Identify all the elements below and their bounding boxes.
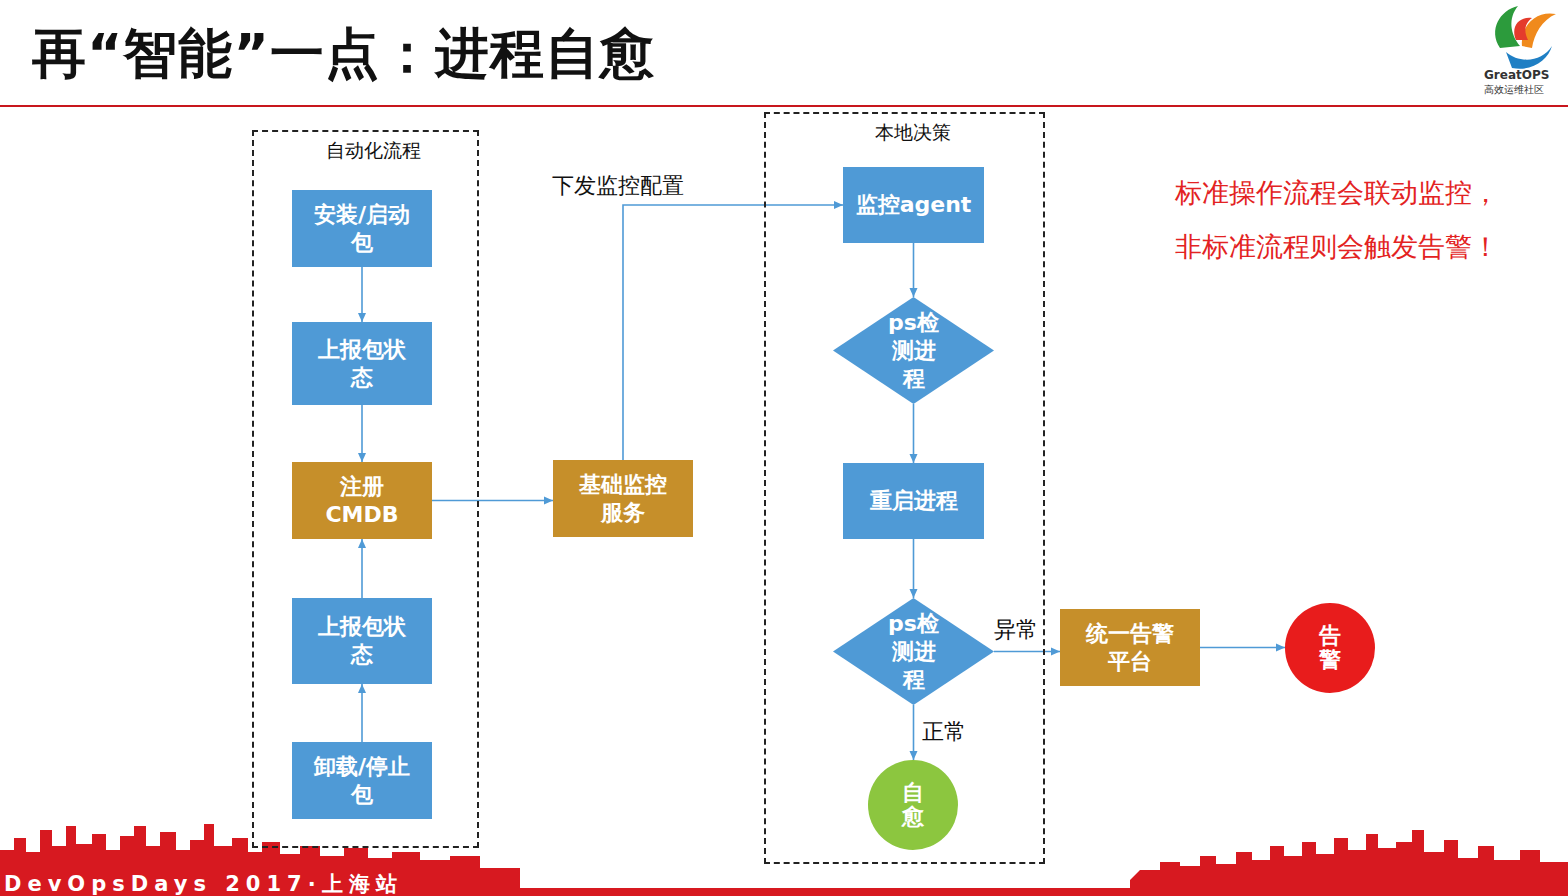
node-text: 基础监控服务 [573,471,673,527]
flow-arrow [913,539,915,598]
node-text: 监控agent [851,191,976,219]
process-box: 上报包状态 [292,322,432,405]
slide-title: 再“智能”一点：进程自愈 [32,18,655,91]
process-box: 安装/启动包 [292,190,432,267]
group-heading: 自动化流程 [262,138,485,164]
node-text: 重启进程 [854,487,974,515]
node-text: 上报包状态 [312,613,412,669]
node-text: 统一告警平台 [1080,620,1180,676]
flow-arrow [1200,647,1285,649]
node-text: ps检测进程 [884,610,944,694]
node-text: 卸载/停止包 [312,753,412,809]
process-box: 重启进程 [843,463,984,539]
logo-subtext: 高效运维社区 [1484,83,1544,97]
process-box: 卸载/停止包 [292,742,432,819]
node-text: 上报包状态 [312,336,412,392]
flow-arrow [361,684,363,742]
edge-label: 异常 [993,615,1039,645]
logo-mark [1495,6,1556,69]
edge-label: 下发监控配置 [551,171,685,201]
node-text: 安装/启动包 [312,201,412,257]
flow-arrow [432,500,553,502]
group-heading: 本地决策 [774,120,1051,146]
node-text: 自愈 [902,781,924,829]
result-circle: 告警 [1285,603,1375,693]
flow-arrow [994,651,1060,653]
note-text: 标准操作流程会联动监控， 非标准流程则会触发告警！ [1175,166,1520,274]
flow-arrow [913,404,915,463]
process-box: 监控agent [843,167,984,243]
process-box: 注册 CMDB [292,462,432,539]
footer-text: DevOpsDays 2017·上海站 [4,870,403,896]
flow-arrow [913,243,915,297]
edge-label: 正常 [921,717,967,747]
group-frame: 自动化流程安装/启动包上报包状态注册 CMDB上报包状态卸载/停止包 [252,130,479,848]
node-text: ps检测进程 [884,309,944,393]
node-text: 注册 CMDB [312,473,412,529]
flow-arrow [361,267,363,322]
decision-diamond: ps检测进程 [833,297,994,404]
result-circle: 自愈 [868,760,958,850]
process-box: 统一告警平台 [1060,609,1200,686]
flow-arrow [361,539,363,598]
flow-arrow [623,205,843,460]
process-box: 基础监控服务 [553,460,693,537]
node-text: 告警 [1319,624,1341,672]
flow-arrow [361,405,363,462]
logo-text: GreatOPS [1484,68,1549,82]
group-frame: 本地决策监控agentps检测进程重启进程ps检测进程自愈 [764,112,1045,864]
flow-arrow [913,705,915,760]
decision-diamond: ps检测进程 [833,598,994,705]
process-box: 上报包状态 [292,598,432,684]
